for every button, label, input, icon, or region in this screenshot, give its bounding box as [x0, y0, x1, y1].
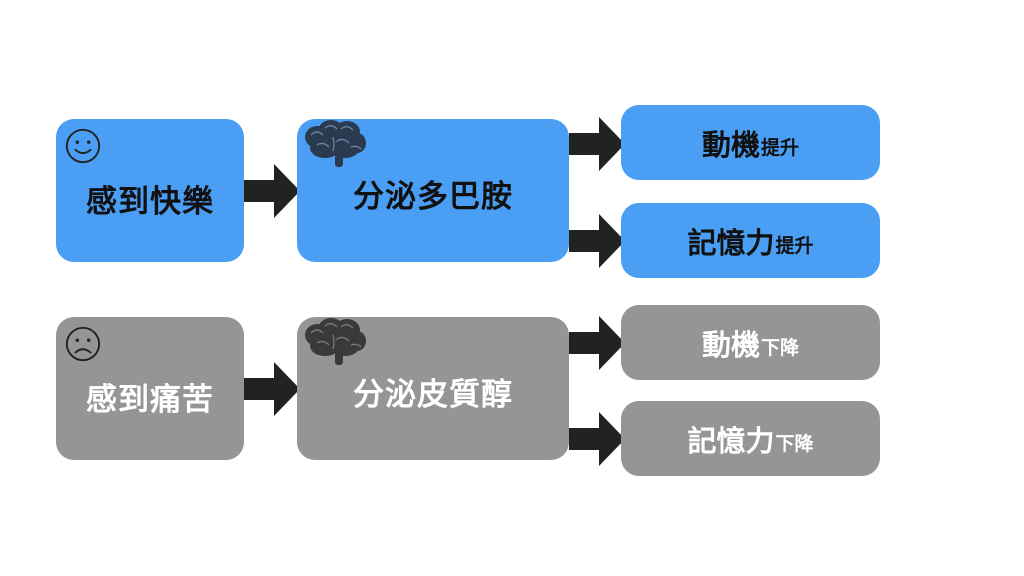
pain-box: 感到痛苦: [56, 317, 244, 460]
pain-label: 感到痛苦: [86, 382, 214, 418]
arrow-right-icon: [244, 164, 300, 218]
frown-icon: [65, 326, 101, 362]
motivation-change: 提升: [761, 137, 800, 159]
cortisol-label: 分泌皮質醇: [353, 377, 513, 413]
motivation-down-box: 動機 下降: [621, 305, 880, 380]
memory-change: 提升: [775, 235, 814, 257]
memory-down-box: 記憶力 下降: [621, 401, 880, 476]
happy-label: 感到快樂: [86, 184, 214, 220]
brain-icon: [305, 318, 366, 365]
happy-box: 感到快樂: [56, 119, 244, 262]
arrow-right-icon: [569, 117, 625, 171]
arrow-right-icon: [569, 412, 625, 466]
brain-icon: [305, 120, 366, 167]
dopamine-label: 分泌多巴胺: [353, 179, 513, 215]
memory-label: 記憶力: [687, 225, 775, 260]
motivation-label: 動機: [701, 127, 760, 162]
motivation-change: 下降: [761, 337, 800, 359]
arrow-right-icon: [569, 214, 625, 268]
arrow-right-icon: [569, 316, 625, 370]
memory-change: 下降: [775, 433, 814, 455]
cortisol-box: 分泌皮質醇: [297, 317, 569, 460]
memory-up-box: 記憶力 提升: [621, 203, 880, 278]
smile-icon: [65, 128, 101, 164]
arrow-right-icon: [244, 362, 300, 416]
memory-label: 記憶力: [687, 423, 775, 458]
motivation-up-box: 動機 提升: [621, 105, 880, 180]
motivation-label: 動機: [701, 327, 760, 362]
dopamine-box: 分泌多巴胺: [297, 119, 569, 262]
